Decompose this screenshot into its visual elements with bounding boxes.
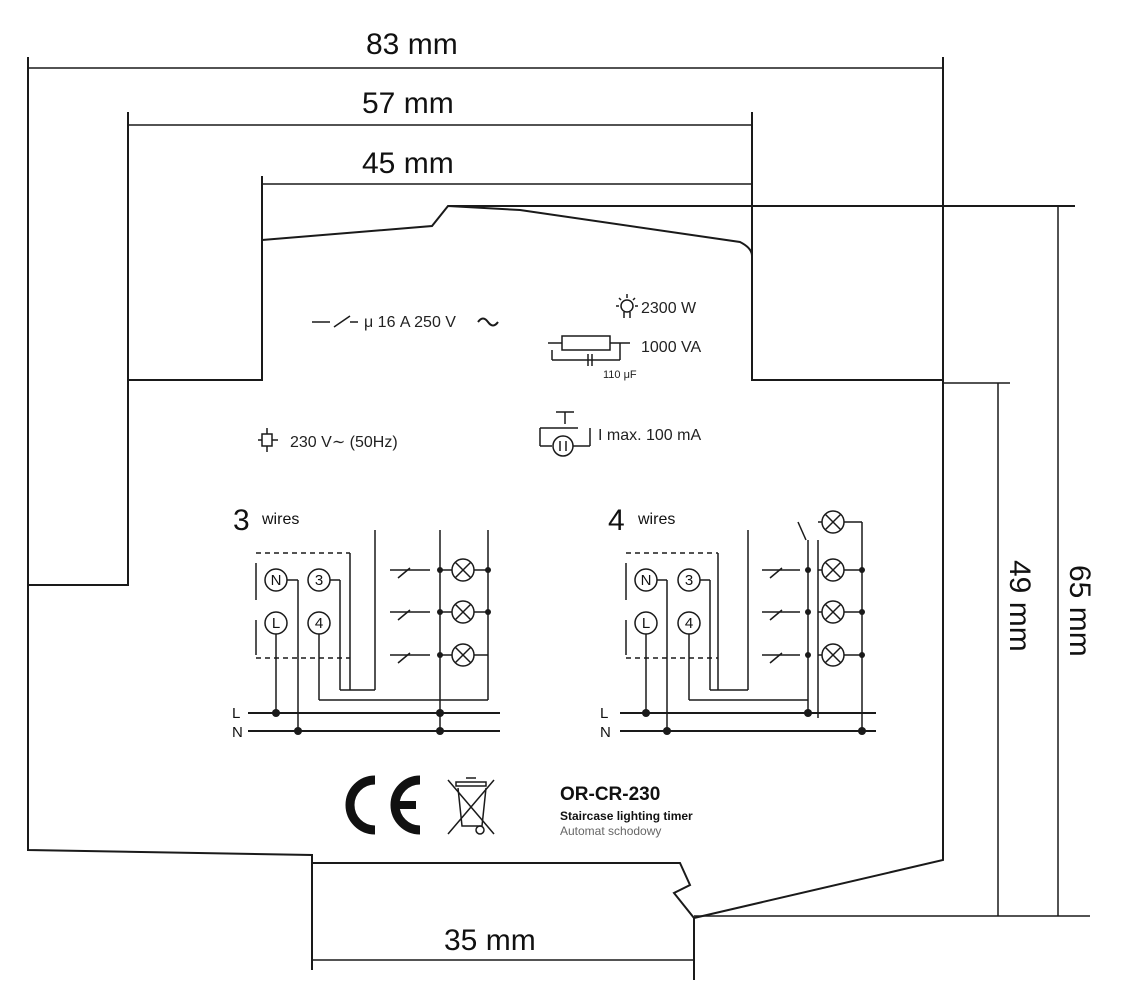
terminal-3: 3 — [315, 572, 323, 589]
crossed-out-bin-icon — [447, 777, 495, 835]
terminal-3: 3 — [685, 572, 693, 589]
terminal-n: N — [271, 572, 282, 589]
dim-total-width: 83 mm — [366, 28, 458, 61]
dim-rail-width: 35 mm — [444, 924, 536, 957]
coil-supply: 230 V∼ (50Hz) — [290, 434, 398, 451]
product-name-pl: Automat schodowy — [560, 824, 661, 838]
three-wire-diagram: 3 wires N L 3 4 — [232, 504, 500, 741]
capacitive-load-icon — [548, 335, 630, 366]
four-wire-label: wires — [637, 511, 675, 528]
four-wire-number: 4 — [608, 504, 625, 537]
bus-label-l: L — [600, 705, 608, 722]
pushbutton-current: I max. 100 mA — [598, 427, 701, 444]
pushbutton-glow-lamp-icon — [539, 411, 591, 457]
bus-label-l: L — [232, 705, 240, 722]
dim-front-width: 45 mm — [362, 147, 454, 180]
ce-mark-icon — [345, 775, 421, 835]
dim-total-height: 65 mm — [1063, 565, 1096, 657]
housing-outline — [27, 57, 1090, 980]
bus-label-n: N — [232, 724, 243, 741]
terminal-l: L — [272, 615, 280, 632]
terminal-n: N — [641, 572, 652, 589]
terminal-4: 4 — [685, 615, 693, 632]
lamp-power: 2300 W — [641, 300, 697, 317]
capacitive-load: 1000 VA — [641, 339, 702, 356]
relay-coil-icon — [258, 428, 278, 452]
three-wire-label: wires — [261, 511, 299, 528]
dimension-lines — [28, 67, 1059, 961]
contact-rating: μ 16 A 250 V — [364, 314, 456, 331]
dim-body-width: 57 mm — [362, 87, 454, 120]
terminal-4: 4 — [315, 615, 323, 632]
capacitance: 110 μF — [603, 369, 637, 381]
three-wire-number: 3 — [233, 504, 250, 537]
dim-front-height: 49 mm — [1003, 560, 1036, 652]
four-wire-diagram: 4 wires N L 3 4 — [600, 504, 876, 741]
bus-label-n: N — [600, 724, 611, 741]
relay-contact-icon — [312, 315, 358, 328]
terminal-l: L — [642, 615, 650, 632]
ac-wave-icon — [477, 317, 499, 327]
product-model: OR-CR-230 — [560, 784, 660, 805]
incandescent-lamp-icon — [616, 294, 638, 318]
product-name-en: Staircase lighting timer — [560, 809, 693, 823]
